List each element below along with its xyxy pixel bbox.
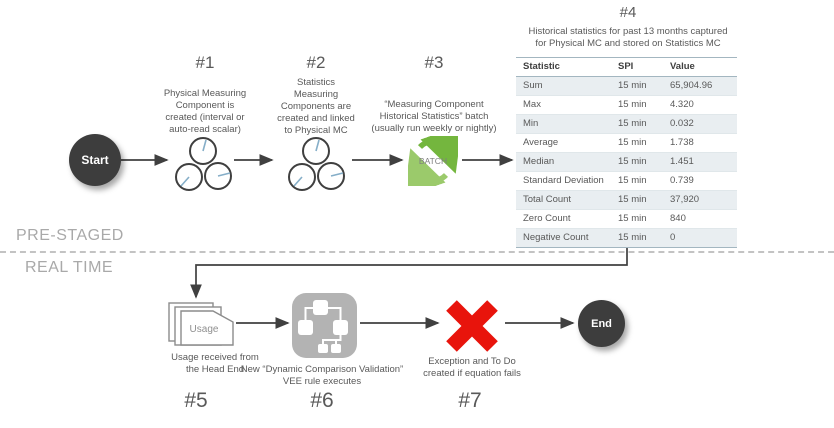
- cell-statistic: Min: [523, 118, 539, 129]
- step7-caption: Exception and To Do created if equation …: [423, 356, 521, 379]
- cell-value: 65,904.96: [670, 80, 713, 91]
- usage-label: Usage: [190, 324, 219, 335]
- cell-spi: 15 min: [618, 175, 647, 186]
- col-header-value: Value: [670, 61, 695, 72]
- cell-spi: 15 min: [618, 118, 647, 129]
- step4-caption: Historical statistics for past 13 months…: [528, 26, 728, 49]
- step3-caption: “Measuring Component Historical Statisti…: [371, 99, 497, 134]
- start-node: Start: [69, 134, 121, 186]
- step1-number: #1: [195, 53, 215, 72]
- cell-spi: 15 min: [618, 232, 647, 243]
- end-node: End: [578, 300, 625, 347]
- meters-icon: [288, 137, 345, 191]
- cell-value: 37,920: [670, 194, 700, 205]
- cell-value: 4.320: [670, 99, 694, 110]
- cell-value: 1.738: [670, 137, 694, 148]
- table-row: Average 15 min 1.738: [516, 134, 737, 153]
- cell-statistic: Zero Count: [523, 213, 571, 224]
- table-row: Standard Deviation 15 min 0.739: [516, 172, 737, 191]
- cell-spi: 15 min: [618, 137, 647, 148]
- zone-divider: [0, 251, 834, 253]
- real-time-label: REAL TIME: [25, 259, 114, 276]
- cell-value: 840: [670, 213, 686, 224]
- table-header-row: Statistic SPI Value: [516, 57, 737, 77]
- step5-caption: Usage received from the Head End: [171, 352, 259, 375]
- cell-statistic: Standard Deviation: [523, 175, 604, 186]
- cell-value: 0.032: [670, 118, 694, 129]
- col-header-statistic: Statistic: [523, 61, 560, 72]
- cell-value: 0: [670, 232, 676, 243]
- table-row: Max 15 min 4.320: [516, 96, 737, 115]
- table-row: Min 15 min 0.032: [516, 115, 737, 134]
- step7-number: #7: [458, 389, 482, 412]
- cell-spi: 15 min: [618, 156, 647, 167]
- cell-spi: 15 min: [618, 213, 647, 224]
- step2-number: #2: [306, 53, 326, 72]
- cell-statistic: Total Count: [523, 194, 572, 205]
- table-row: Sum 15 min 65,904.96: [516, 77, 737, 96]
- step4-number: #4: [619, 4, 637, 21]
- cell-spi: 15 min: [618, 99, 647, 110]
- cell-statistic: Sum: [523, 80, 543, 91]
- start-node-label: Start: [81, 153, 109, 167]
- cell-spi: 15 min: [618, 194, 647, 205]
- meters-icon: [175, 137, 232, 191]
- step2-caption: Statistics Measuring Components are crea…: [277, 77, 355, 136]
- cell-statistic: Negative Count: [523, 232, 589, 243]
- table-row: Zero Count 15 min 840: [516, 210, 737, 229]
- step1-caption: Physical Measuring Component is created …: [163, 88, 247, 135]
- table-row: Negative Count 15 min 0: [516, 229, 737, 248]
- step6-number: #6: [310, 389, 334, 412]
- table-row: Median 15 min 1.451: [516, 153, 737, 172]
- historical-statistics-table: Statistic SPI Value Sum 15 min 65,904.96…: [516, 57, 737, 248]
- step3-number: #3: [424, 53, 444, 72]
- vee-rule-icon: [292, 293, 357, 358]
- batch-refresh-icon: BATCH: [408, 136, 458, 186]
- cell-spi: 15 min: [618, 80, 647, 91]
- end-node-label: End: [591, 317, 612, 330]
- usage-stack-icon: Usage: [168, 302, 234, 346]
- table-row: Total Count 15 min 37,920: [516, 191, 737, 210]
- error-x-icon: [446, 300, 498, 352]
- col-header-spi: SPI: [618, 61, 634, 72]
- cell-statistic: Median: [523, 156, 555, 167]
- pre-staged-label: PRE-STAGED: [16, 227, 124, 244]
- step6-caption: New “Dynamic Comparison Validation” VEE …: [240, 364, 404, 387]
- cell-value: 0.739: [670, 175, 694, 186]
- step5-number: #5: [184, 389, 208, 412]
- cell-statistic: Max: [523, 99, 541, 110]
- batch-label: BATCH: [419, 156, 447, 166]
- cell-statistic: Average: [523, 137, 559, 148]
- cell-value: 1.451: [670, 156, 694, 167]
